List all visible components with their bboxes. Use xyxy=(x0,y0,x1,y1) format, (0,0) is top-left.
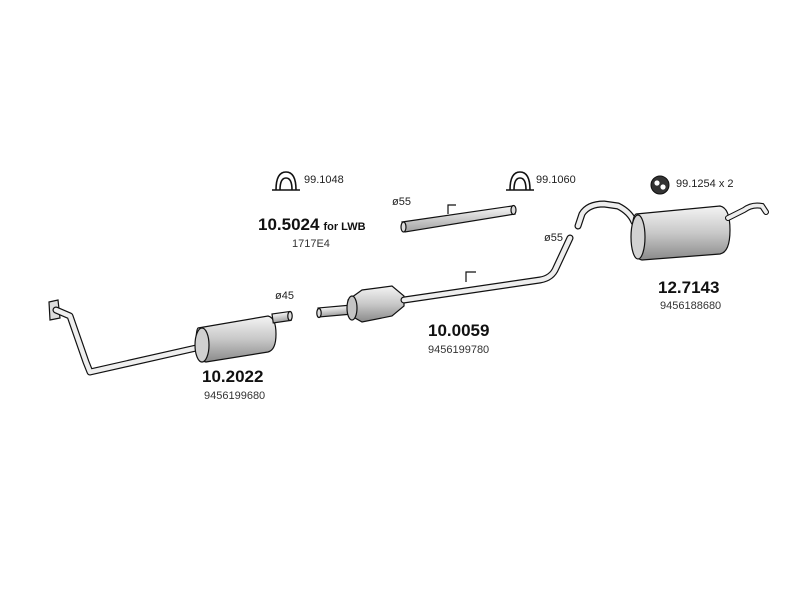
rear-silencer-drawing xyxy=(574,200,769,261)
intermediate-pipe-oe: 1717E4 xyxy=(292,238,330,250)
front-pipe-number: 10.2022 xyxy=(202,367,264,386)
cat-pipe-number: 10.0059 xyxy=(428,321,490,340)
clamp-icon-99-1048 xyxy=(272,171,300,191)
front-pipe-diameter: ø45 xyxy=(275,290,294,302)
front-pipe-oe: 9456199680 xyxy=(204,390,266,402)
intermediate-pipe-number: 10.5024 xyxy=(258,215,320,234)
intermediate-pipe-drawing xyxy=(400,204,517,233)
rear-silencer-number: 12.7143 xyxy=(658,278,720,297)
intermediate-pipe-diameter: ø55 xyxy=(392,196,411,208)
clamp-label-99-1060: 99.1060 xyxy=(536,174,576,186)
cat-pipe-oe: 9456199780 xyxy=(428,344,490,356)
cat-pipe-diameter: ø55 xyxy=(544,232,563,244)
catalyst-pipe-drawing xyxy=(316,234,574,323)
intermediate-pipe-suffix: for LWB xyxy=(323,221,366,233)
rubber-mount-icon xyxy=(650,175,670,195)
rear-silencer-oe: 9456188680 xyxy=(660,300,722,312)
clamp-icon-99-1060 xyxy=(506,171,534,191)
front-pipe-drawing xyxy=(48,299,293,376)
rubber-mount-label: 99.1254 x 2 xyxy=(676,178,734,190)
clamp-label-99-1048: 99.1048 xyxy=(304,174,344,186)
